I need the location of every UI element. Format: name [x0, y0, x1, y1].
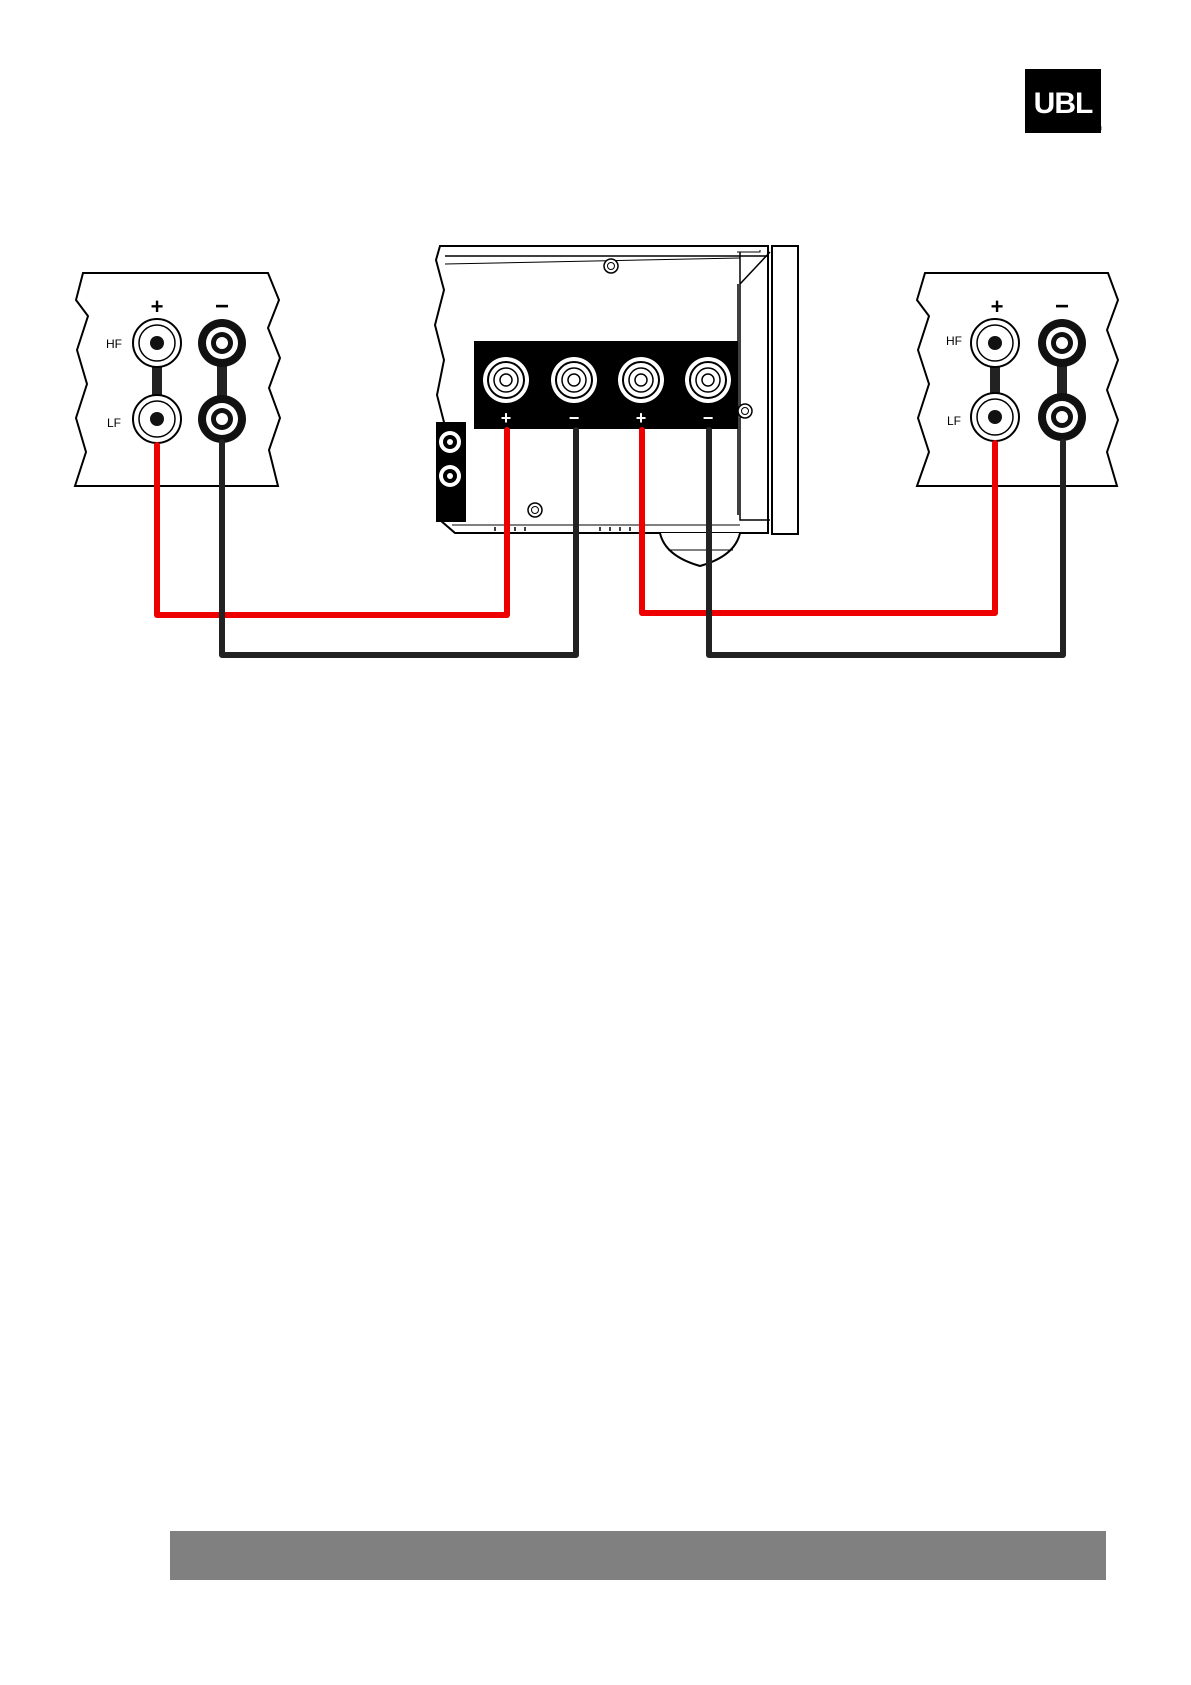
- left-hf-label: HF: [106, 337, 122, 351]
- left-minus-label: −: [215, 293, 229, 320]
- amp-terminal-4: [685, 357, 731, 403]
- left-lf-minus-terminal: [198, 395, 246, 443]
- amp-terminal-1-label: +: [501, 408, 512, 428]
- right-lf-plus-terminal: [971, 393, 1019, 441]
- footer-bar: [170, 1531, 1106, 1580]
- right-speaker-panel: + − HF LF: [917, 273, 1118, 486]
- amp-terminal-3-label: +: [636, 408, 647, 428]
- right-lf-minus-terminal: [1038, 393, 1086, 441]
- left-hf-plus-terminal: [133, 319, 181, 367]
- right-hf-plus-terminal: [971, 319, 1019, 367]
- left-plus-label: +: [151, 294, 164, 319]
- top-screw: [604, 259, 618, 273]
- left-panel-outline: [75, 273, 280, 486]
- footer-bar-fill: [170, 1531, 1106, 1580]
- amp-terminal-2: [551, 357, 597, 403]
- left-speaker-panel: + − HF LF: [75, 273, 280, 486]
- right-lf-label: LF: [947, 414, 961, 428]
- right-minus-label: −: [1055, 293, 1069, 320]
- side-screw: [738, 404, 752, 418]
- right-hf-label: HF: [946, 334, 962, 348]
- amp-terminal-1: [483, 357, 529, 403]
- left-lf-plus-terminal: [133, 395, 181, 443]
- amp-terminal-3: [618, 357, 664, 403]
- right-hf-minus-terminal: [1038, 319, 1086, 367]
- amp-terminal-2-label: −: [569, 408, 580, 428]
- right-plus-label: +: [991, 294, 1004, 319]
- left-lf-label: LF: [107, 416, 121, 430]
- amp-terminal-4-label: −: [703, 408, 714, 428]
- amplifier: + − + −: [435, 246, 798, 566]
- left-hf-minus-terminal: [198, 319, 246, 367]
- bottom-screw: [528, 503, 542, 517]
- right-panel-outline: [917, 273, 1118, 486]
- amplifier-side-plate: [772, 246, 798, 534]
